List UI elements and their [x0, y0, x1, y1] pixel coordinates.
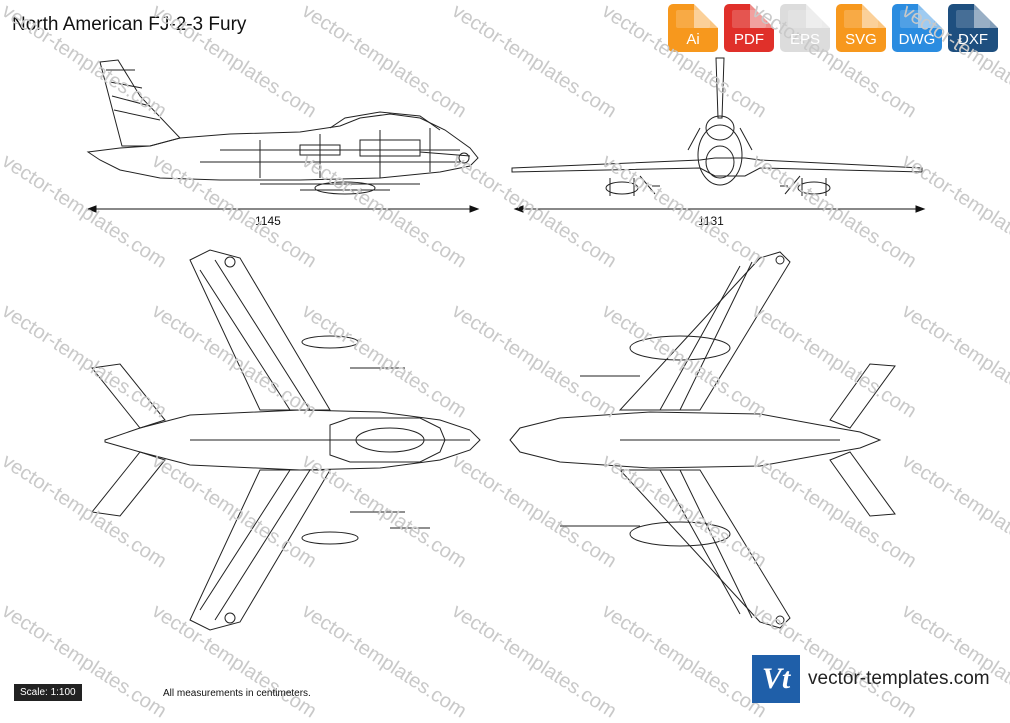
format-dxf-label: DXF [958, 31, 988, 48]
format-pdf-button[interactable]: PDF [724, 4, 774, 52]
measurement-note: All measurements in centimeters. [163, 688, 311, 699]
front-span-dimension: 1131 [698, 214, 724, 228]
side-view [86, 59, 479, 195]
side-length-dimension: 1145 [255, 214, 281, 228]
bottom-view [509, 251, 896, 629]
brand-logo-icon: Vt [752, 655, 800, 703]
format-eps-label: EPS [789, 31, 820, 48]
format-ai-label: Ai [686, 31, 700, 48]
format-eps-button[interactable]: EPS [780, 4, 830, 52]
format-dwg-label: DWG [898, 31, 936, 48]
page-title: North American FJ-2-3 Fury [12, 14, 247, 35]
dimension-lines [86, 205, 926, 213]
front-view [511, 57, 923, 196]
format-dwg-button[interactable]: DWG [892, 4, 942, 52]
top-view [91, 249, 481, 631]
format-svg-label: SVG [845, 31, 877, 48]
format-dxf-button[interactable]: DXF [948, 4, 998, 52]
format-pdf-label: PDF [734, 31, 764, 48]
format-downloads: Ai PDF EPS SVG DWG DXF [668, 4, 998, 52]
scale-badge: Scale: 1:100 [14, 684, 82, 701]
brand[interactable]: Vt vector-templates.com [752, 655, 990, 703]
format-ai-button[interactable]: Ai [668, 4, 718, 52]
format-svg-button[interactable]: SVG [836, 4, 886, 52]
brand-name: vector-templates.com [808, 668, 990, 689]
